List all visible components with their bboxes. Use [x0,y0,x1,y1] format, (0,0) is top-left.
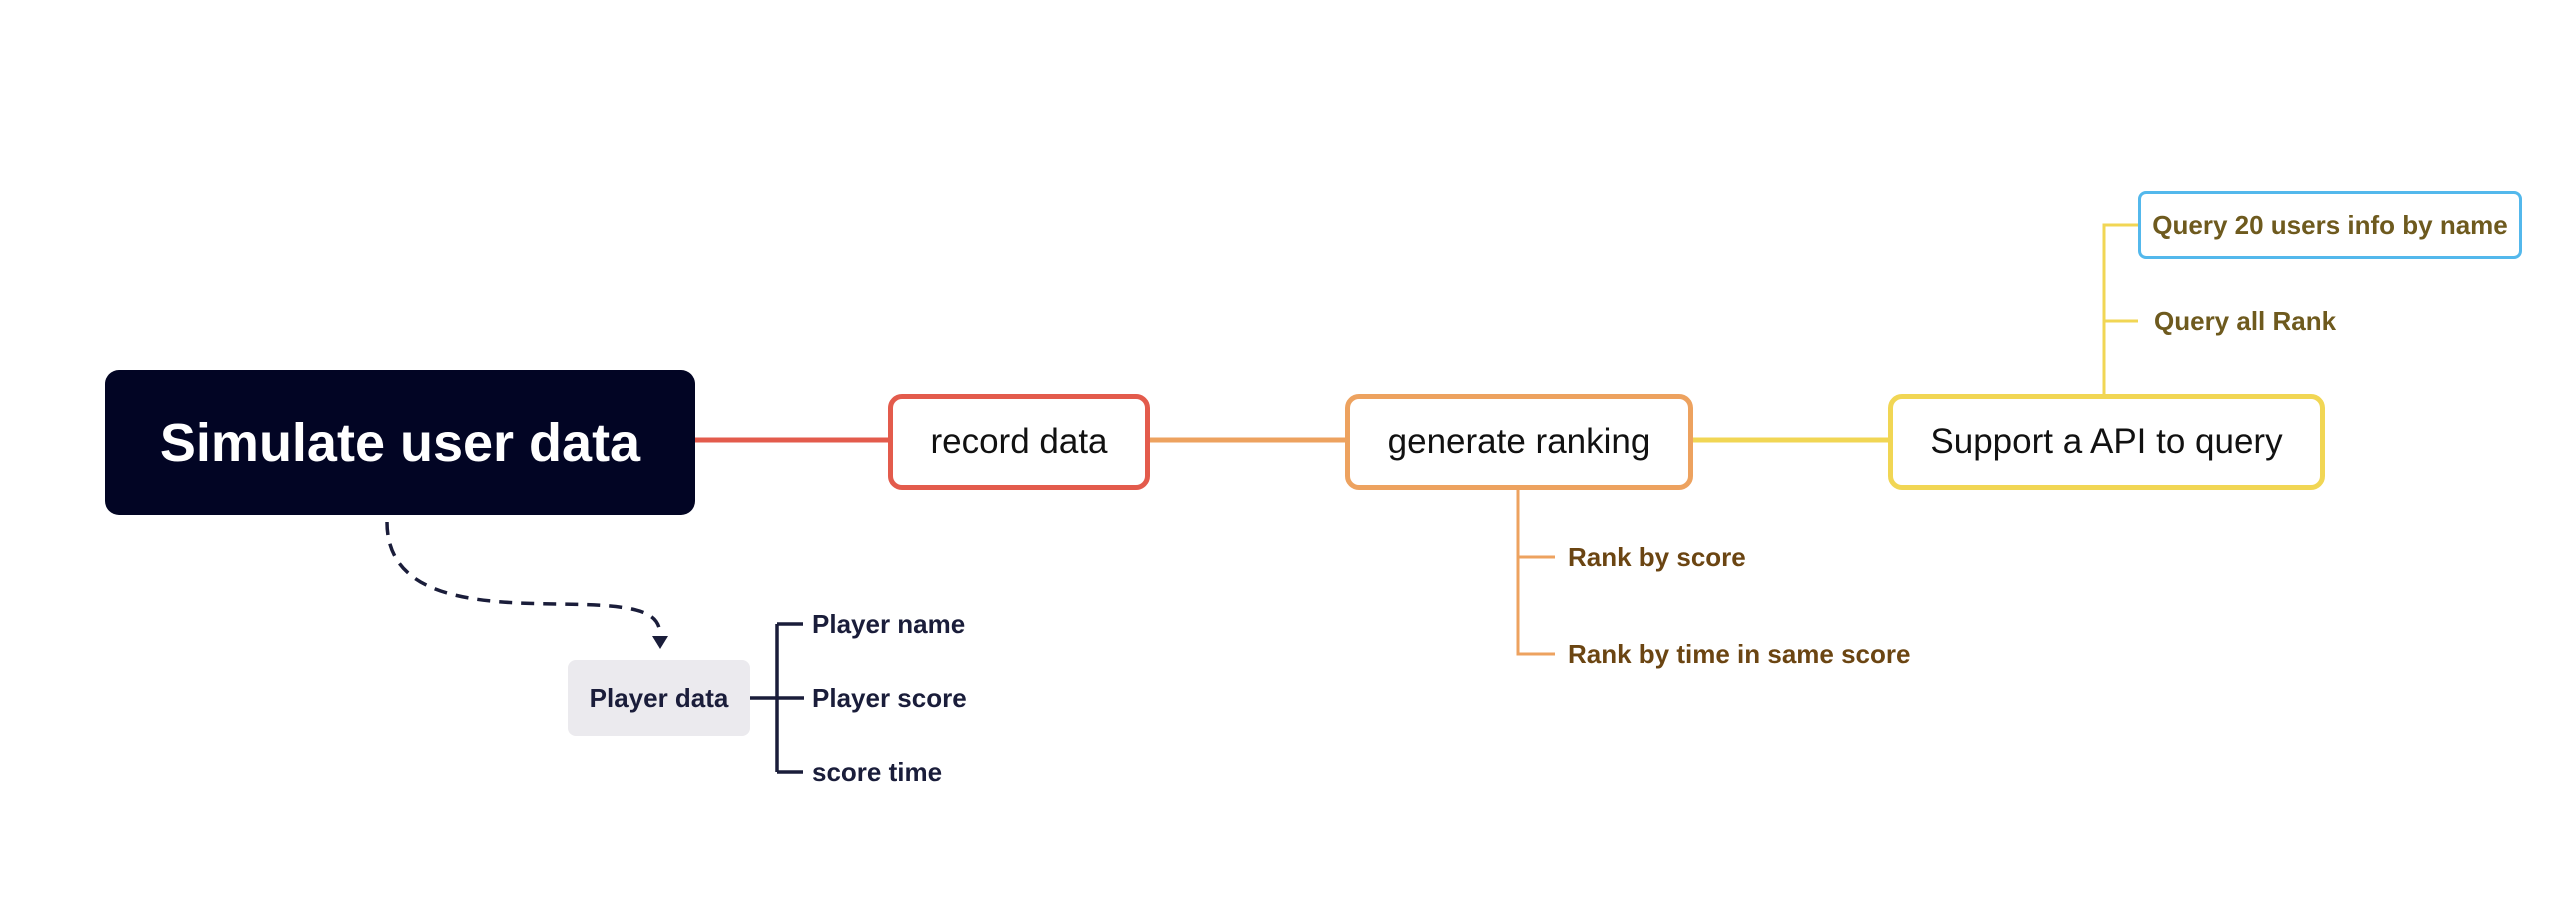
field-player-score[interactable]: Player score [812,683,967,713]
player-data-bracket [750,622,804,774]
connector-ranking-children [1516,490,1555,656]
node-query-20-users[interactable]: Query 20 users info by name [2138,191,2522,259]
node-query-all-rank[interactable]: Query all Rank [2154,306,2337,336]
connector-support-children [2102,223,2138,394]
node-record-data[interactable]: record data [888,394,1150,490]
dashed-link-arrowhead [652,636,668,649]
node-player-data[interactable]: Player data [568,660,750,736]
field-score-time[interactable]: score time [812,757,943,787]
root-node-simulate-user-data[interactable]: Simulate user data [105,370,695,515]
node-rank-by-time[interactable]: Rank by time in same score [1568,639,1911,669]
field-player-name[interactable]: Player name [812,609,966,639]
node-generate-ranking[interactable]: generate ranking [1345,394,1693,490]
node-support-api[interactable]: Support a API to query [1888,394,2325,490]
node-rank-by-score[interactable]: Rank by score [1568,542,1746,572]
dashed-link-root-player-data [385,521,662,637]
